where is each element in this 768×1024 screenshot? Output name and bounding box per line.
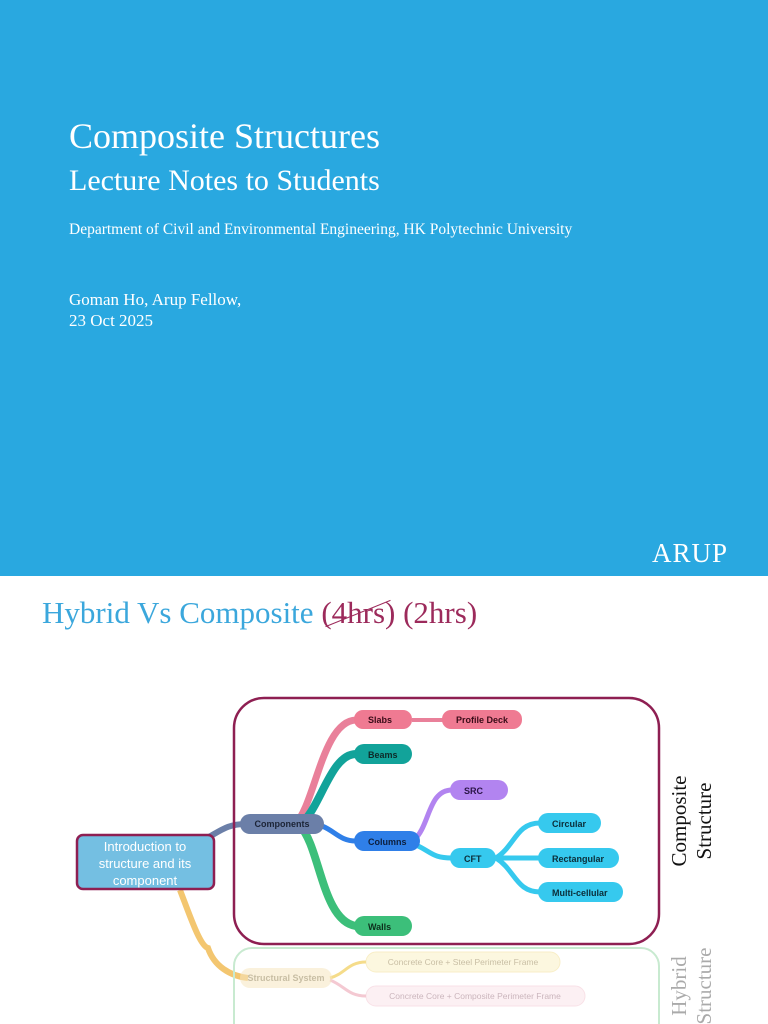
title-new-hours: (2hrs)	[395, 595, 478, 630]
edge-root-structural-system	[177, 888, 249, 981]
svg-text:Beams: Beams	[368, 750, 398, 760]
svg-text:Profile Deck: Profile Deck	[456, 715, 509, 725]
node-frame-composite[interactable]: Concrete Core + Composite Perimeter Fram…	[365, 985, 586, 1007]
edge-structural-frame2	[329, 978, 367, 998]
node-components[interactable]: Components	[240, 814, 324, 834]
svg-text:Composite: Composite	[667, 775, 691, 866]
lecture-date: 23 Oct 2025	[69, 311, 154, 330]
edge-structural-frame1	[329, 960, 367, 980]
slide-subtitle: Lecture Notes to Students	[69, 164, 380, 197]
svg-text:Structural System: Structural System	[247, 973, 324, 983]
title-prefix: Hybrid Vs Composite	[42, 595, 322, 630]
svg-text:Circular: Circular	[552, 819, 587, 829]
root-line-3: component	[113, 873, 178, 888]
svg-text:CFT: CFT	[464, 854, 482, 864]
edge-components-beams	[297, 750, 357, 828]
node-columns[interactable]: Columns	[354, 831, 420, 851]
edge-components-slabs	[292, 716, 357, 827]
svg-text:Multi-cellular: Multi-cellular	[552, 888, 608, 898]
svg-text:Walls: Walls	[368, 922, 391, 932]
node-rectangular[interactable]: Rectangular	[538, 848, 619, 868]
edge-cft-multicellular	[494, 855, 541, 895]
edge-cft-circular	[494, 820, 541, 861]
arup-logo: ARUP	[651, 538, 728, 568]
edge-columns-cft	[412, 841, 453, 861]
svg-text:Structure: Structure	[692, 783, 716, 860]
svg-text:SRC: SRC	[464, 786, 484, 796]
svg-text:Concrete Core + Composite Peri: Concrete Core + Composite Perimeter Fram…	[389, 991, 561, 1001]
root-line-2: structure and its	[99, 856, 192, 871]
node-multicellular[interactable]: Multi-cellular	[538, 882, 623, 902]
node-profile-deck[interactable]: Profile Deck	[442, 710, 522, 729]
slide2-title: Hybrid Vs Composite (4hrs) (2hrs)	[42, 594, 477, 632]
title-slide: Composite Structures Lecture Notes to St…	[0, 0, 768, 576]
composite-structure-label: Composite Structure	[667, 775, 716, 866]
root-node[interactable]: Introduction to structure and its compon…	[75, 833, 216, 891]
hybrid-structure-frame	[233, 947, 660, 1024]
author-name: Goman Ho, Arup Fellow,	[69, 290, 242, 309]
department-text: Department of Civil and Environmental En…	[69, 221, 573, 238]
root-line-1: Introduction to	[104, 839, 186, 854]
edge-components-walls	[296, 823, 358, 930]
node-slabs[interactable]: Slabs	[354, 710, 412, 729]
svg-text:Hybrid: Hybrid	[667, 956, 691, 1016]
svg-text:Concrete Core + Steel Perimete: Concrete Core + Steel Perimeter Frame	[388, 957, 539, 967]
title-struck-hours: (4hrs)	[321, 595, 396, 630]
node-circular[interactable]: Circular	[538, 813, 601, 833]
node-cft[interactable]: CFT	[450, 848, 496, 868]
mindmap: Introduction to structure and its compon…	[75, 696, 716, 1024]
node-src[interactable]: SRC	[450, 780, 508, 800]
edge-components-columns	[320, 823, 357, 844]
slide-title: Composite Structures	[69, 116, 380, 156]
svg-text:Rectangular: Rectangular	[552, 854, 605, 864]
edge-columns-src	[412, 787, 453, 842]
svg-text:Slabs: Slabs	[368, 715, 392, 725]
composite-structure-frame	[232, 696, 661, 946]
svg-text:Structure: Structure	[692, 948, 716, 1024]
node-frame-steel[interactable]: Concrete Core + Steel Perimeter Frame	[365, 951, 561, 973]
svg-text:Columns: Columns	[368, 837, 407, 847]
node-structural-system[interactable]: Structural System	[240, 968, 332, 988]
svg-text:Components: Components	[255, 819, 310, 829]
content-slide: Hybrid Vs Composite (4hrs) (2hrs) Introd…	[0, 576, 768, 1024]
node-beams[interactable]: Beams	[354, 744, 412, 764]
hybrid-structure-label: Hybrid Structure	[667, 948, 716, 1024]
node-walls[interactable]: Walls	[354, 916, 412, 936]
author-block: Goman Ho, Arup Fellow, 23 Oct 2025	[69, 289, 241, 331]
